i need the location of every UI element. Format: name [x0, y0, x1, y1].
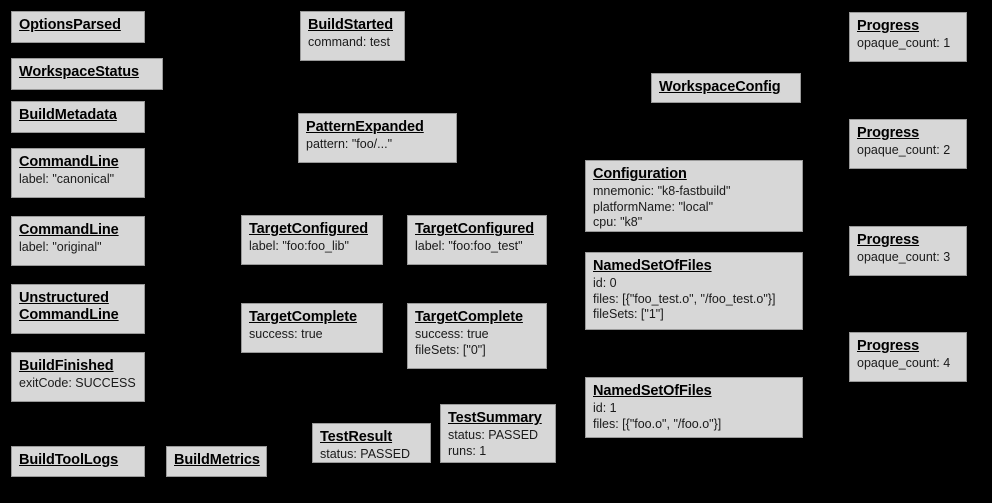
node-title: TargetComplete [415, 309, 523, 325]
node-options-parsed[interactable]: OptionsParsed [11, 11, 145, 43]
node-unstructured-command-line[interactable]: Unstructured CommandLine [11, 284, 145, 334]
node-fields: opaque_count: 3 [857, 250, 959, 266]
node-build-tool-logs[interactable]: BuildToolLogs [11, 446, 145, 477]
node-fields: label: "foo:foo_lib" [249, 239, 375, 255]
node-fields: success: true [249, 327, 375, 343]
node-build-started[interactable]: BuildStarted command: test [300, 11, 405, 61]
node-fields: command: test [308, 35, 397, 51]
node-field: label: "canonical" [19, 172, 115, 186]
node-title: TargetConfigured [415, 221, 534, 237]
node-field: label: "original" [19, 240, 102, 254]
node-progress-2[interactable]: Progress opaque_count: 2 [849, 119, 967, 169]
node-field: cpu: "k8" [593, 215, 643, 229]
node-field: exitCode: SUCCESS [19, 376, 136, 390]
node-title: WorkspaceConfig [659, 79, 781, 95]
node-fields: opaque_count: 4 [857, 356, 959, 372]
node-fields: label: "original" [19, 240, 137, 256]
node-command-line-original[interactable]: CommandLine label: "original" [11, 216, 145, 266]
node-title: Progress [857, 232, 920, 248]
node-fields: status: PASSED [320, 447, 423, 463]
node-build-metrics[interactable]: BuildMetrics [166, 446, 267, 477]
node-title: BuildStarted [308, 17, 394, 33]
node-command-line-canonical[interactable]: CommandLine label: "canonical" [11, 148, 145, 198]
node-field: platformName: "local" [593, 199, 714, 214]
node-progress-3[interactable]: Progress opaque_count: 3 [849, 226, 967, 276]
node-title: Unstructured CommandLine [19, 290, 119, 323]
node-field: fileSets: ["1"] [593, 307, 664, 321]
node-field: success: true [415, 327, 489, 341]
node-field: files: [{"foo_test.o", "/foo_test.o"}] [593, 291, 776, 306]
node-title: TargetComplete [249, 309, 357, 325]
node-field: command: test [308, 35, 390, 49]
node-title: BuildToolLogs [19, 452, 119, 468]
node-fields: exitCode: SUCCESS [19, 376, 137, 392]
node-field: pattern: "foo/..." [306, 137, 393, 151]
node-field: files: [{"foo.o", "/foo.o"}] [593, 416, 722, 431]
node-title: NamedSetOfFiles [593, 258, 712, 274]
node-fields: label: "foo:foo_test" [415, 239, 539, 255]
node-title: BuildFinished [19, 358, 114, 374]
node-build-metadata[interactable]: BuildMetadata [11, 101, 145, 133]
node-workspace-status[interactable]: WorkspaceStatus [11, 58, 163, 90]
node-field: label: "foo:foo_lib" [249, 239, 349, 253]
node-field: mnemonic: "k8-fastbuild" [593, 184, 731, 198]
node-field: id: 1 [593, 401, 617, 415]
node-field: opaque_count: 2 [857, 143, 951, 157]
node-field: status: PASSED [320, 447, 411, 461]
node-fields: opaque_count: 2 [857, 143, 959, 159]
node-title: BuildMetadata [19, 107, 117, 123]
node-title: CommandLine [19, 154, 119, 170]
node-title: WorkspaceStatus [19, 64, 139, 80]
node-field: opaque_count: 4 [857, 356, 951, 370]
node-test-result[interactable]: TestResult status: PASSED [312, 423, 431, 463]
node-target-configured-foo-test[interactable]: TargetConfigured label: "foo:foo_test" [407, 215, 547, 265]
node-target-configured-foo-lib[interactable]: TargetConfigured label: "foo:foo_lib" [241, 215, 383, 265]
node-title: TestResult [320, 429, 393, 445]
node-fields: mnemonic: "k8-fastbuild"platformName: "l… [593, 184, 795, 231]
node-field: success: true [249, 327, 323, 341]
node-title: TargetConfigured [249, 221, 368, 237]
node-title: NamedSetOfFiles [593, 383, 712, 399]
node-pattern-expanded[interactable]: PatternExpanded pattern: "foo/..." [298, 113, 457, 163]
node-build-finished[interactable]: BuildFinished exitCode: SUCCESS [11, 352, 145, 402]
node-title: Progress [857, 125, 920, 141]
node-fields: pattern: "foo/..." [306, 137, 449, 153]
node-field: runs: 1 [448, 443, 487, 458]
node-fields: label: "canonical" [19, 172, 137, 188]
node-title: TestSummary [448, 410, 542, 426]
node-title: CommandLine [19, 222, 119, 238]
node-title: BuildMetrics [174, 452, 260, 468]
node-title: PatternExpanded [306, 119, 424, 135]
node-title: Progress [857, 18, 920, 34]
node-target-complete-foo-lib[interactable]: TargetComplete success: true [241, 303, 383, 353]
node-field: opaque_count: 1 [857, 36, 951, 50]
node-title: Progress [857, 338, 920, 354]
node-title: OptionsParsed [19, 17, 121, 33]
node-progress-1[interactable]: Progress opaque_count: 1 [849, 12, 967, 62]
node-workspace-config[interactable]: WorkspaceConfig [651, 73, 801, 103]
node-field: fileSets: ["0"] [415, 342, 486, 357]
node-field: label: "foo:foo_test" [415, 239, 523, 253]
node-title: Configuration [593, 166, 687, 182]
node-configuration[interactable]: Configuration mnemonic: "k8-fastbuild"pla… [585, 160, 803, 232]
node-field: opaque_count: 3 [857, 250, 951, 264]
node-field: id: 0 [593, 276, 617, 290]
node-field: status: PASSED [448, 428, 539, 442]
node-progress-4[interactable]: Progress opaque_count: 4 [849, 332, 967, 382]
node-fields: opaque_count: 1 [857, 36, 959, 52]
